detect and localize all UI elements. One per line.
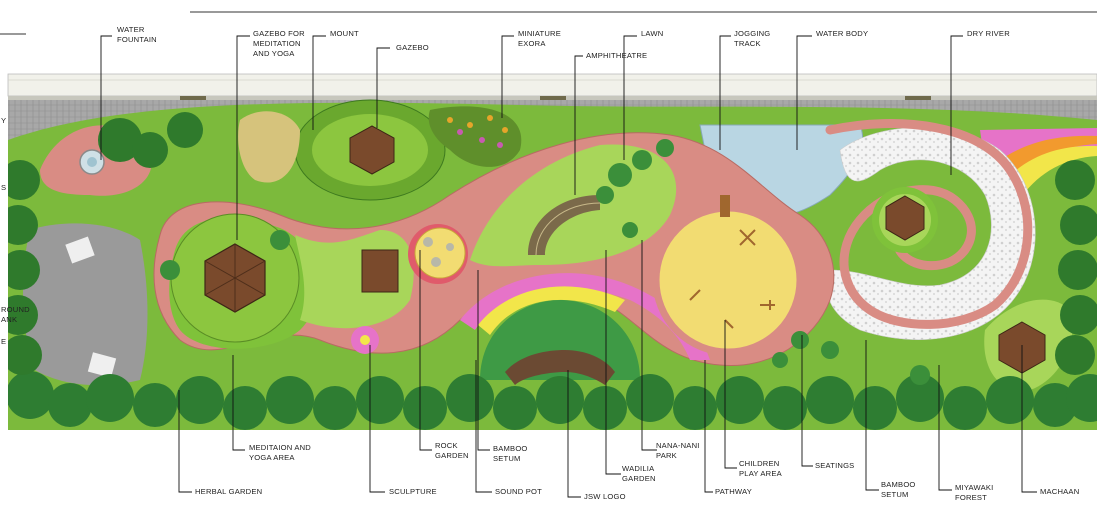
spiral-pathway — [825, 119, 1033, 329]
road-strip — [0, 11, 1097, 102]
amphitheatre — [528, 195, 600, 255]
gazebo-top — [349, 125, 395, 175]
label-herbal-garden: HERBAL GARDEN — [195, 487, 262, 496]
label-seatings: SEATINGS — [815, 461, 854, 470]
label-lawn: LAWN — [641, 29, 663, 38]
leader-lines — [100, 35, 1037, 498]
label-mount: MOUNT — [330, 29, 359, 38]
rock-garden — [414, 227, 466, 279]
label-cut-left-1: Y — [1, 116, 6, 125]
label-machaan: MACHAAN — [1040, 487, 1079, 496]
tree-belt-right — [1055, 160, 1097, 375]
label-dry-river: DRY RIVER — [967, 29, 1010, 38]
label-sculpture: SCULPTURE — [389, 487, 437, 496]
gazebo-spiral — [885, 195, 925, 241]
small-trees — [160, 139, 930, 385]
site-area — [8, 99, 1097, 430]
sculpture-pavilion — [361, 249, 399, 293]
sound-pot-deck — [505, 350, 615, 385]
label-pathway: PATHWAY — [715, 487, 752, 496]
label-jsw-logo: JSW LOGO — [584, 492, 626, 501]
label-water-body: WATER BODY — [816, 29, 868, 38]
label-cut-left-2: S — [1, 183, 6, 192]
label-sound-pot: SOUND POT — [495, 487, 542, 496]
tree-belt-left — [8, 112, 203, 375]
label-cut-left-4: E — [1, 337, 6, 346]
children-play-area — [652, 204, 804, 356]
label-gazebo: GAZEBO — [396, 43, 429, 52]
label-amphitheatre: AMPHITHEATRE — [586, 51, 647, 60]
